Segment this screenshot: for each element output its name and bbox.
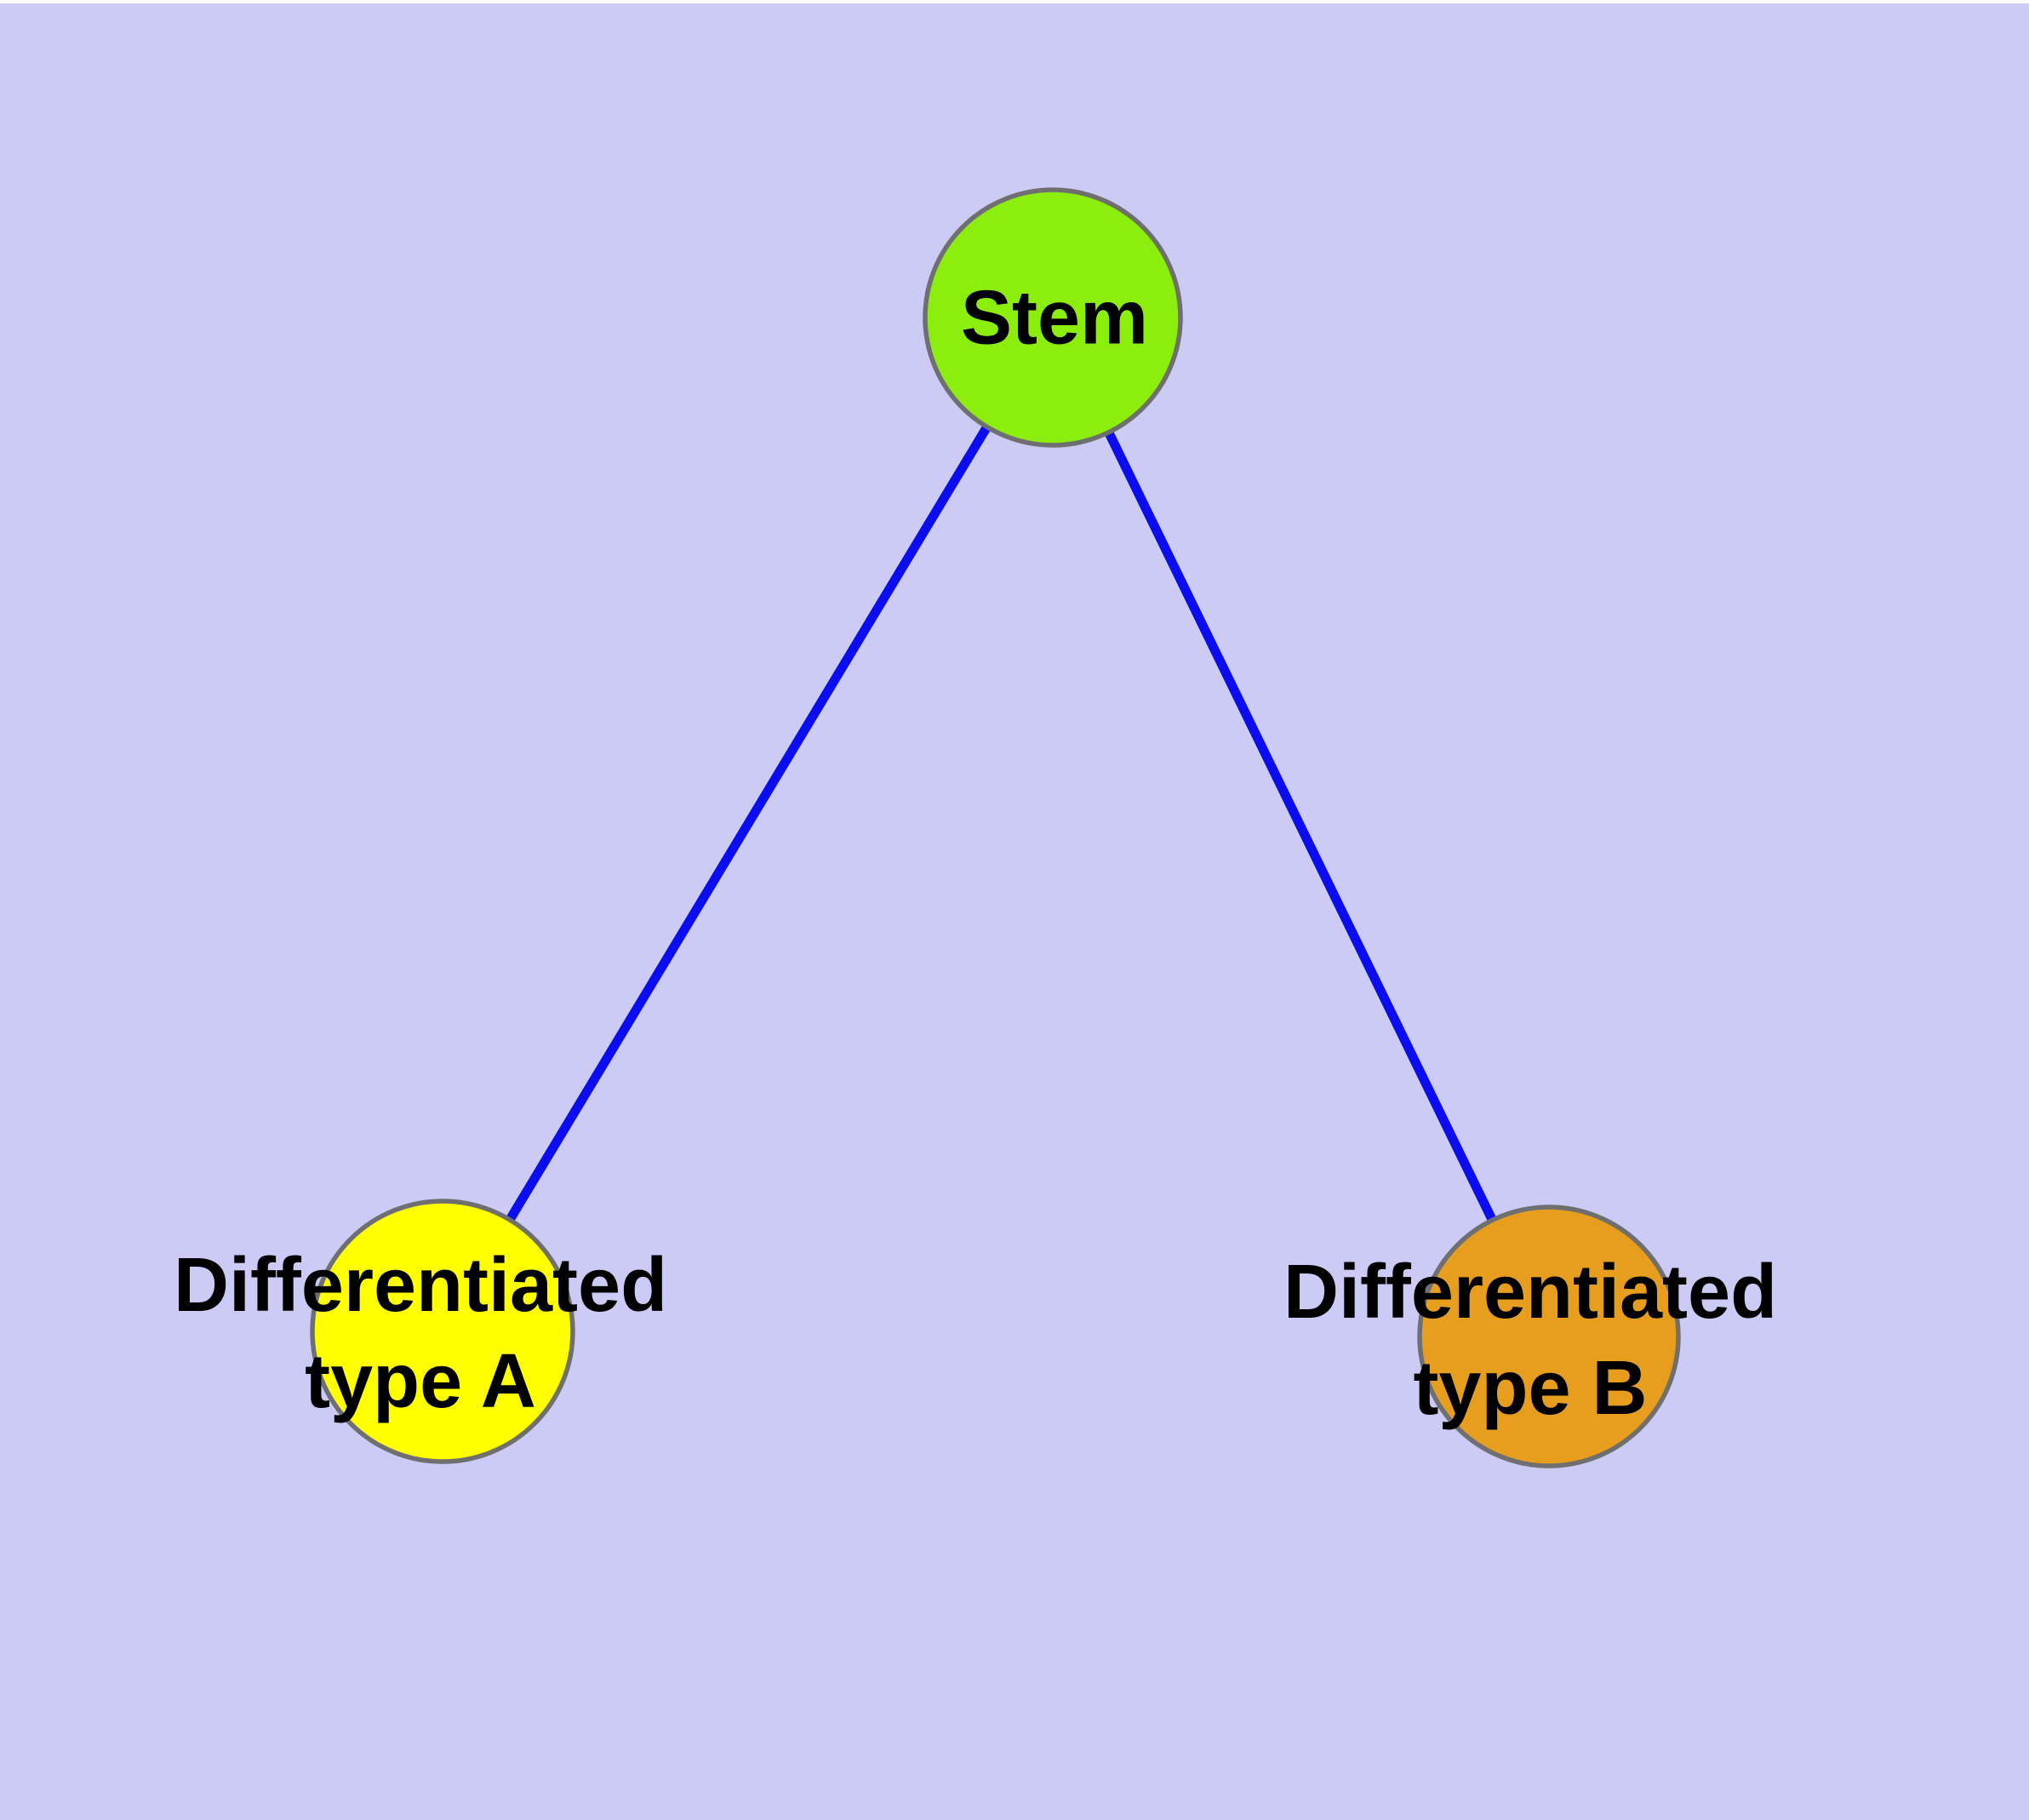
node-stem-label-line: Stem xyxy=(960,275,1149,361)
node-stem-circle xyxy=(923,187,1183,448)
node-typeA-circle xyxy=(310,1199,575,1464)
edge-stem-to-typeB xyxy=(1049,315,1553,1339)
edge-stem-to-typeA xyxy=(438,315,1057,1334)
node-typeA-label-line1: Differentiated xyxy=(173,1243,668,1328)
node-stem-label: Stem xyxy=(961,271,1148,367)
node-typeB-circle xyxy=(1417,1205,1681,1468)
node-typeB-label: Differentiated type B xyxy=(1283,1245,1777,1437)
node-typeA-label: Differentiated type A xyxy=(174,1238,667,1430)
node-typeB-label-line2: type B xyxy=(1413,1346,1648,1431)
node-typeB-label-line1: Differentiated xyxy=(1283,1250,1778,1335)
node-typeA-label-line2: type A xyxy=(305,1339,536,1424)
window-top-edge xyxy=(0,0,2029,3)
